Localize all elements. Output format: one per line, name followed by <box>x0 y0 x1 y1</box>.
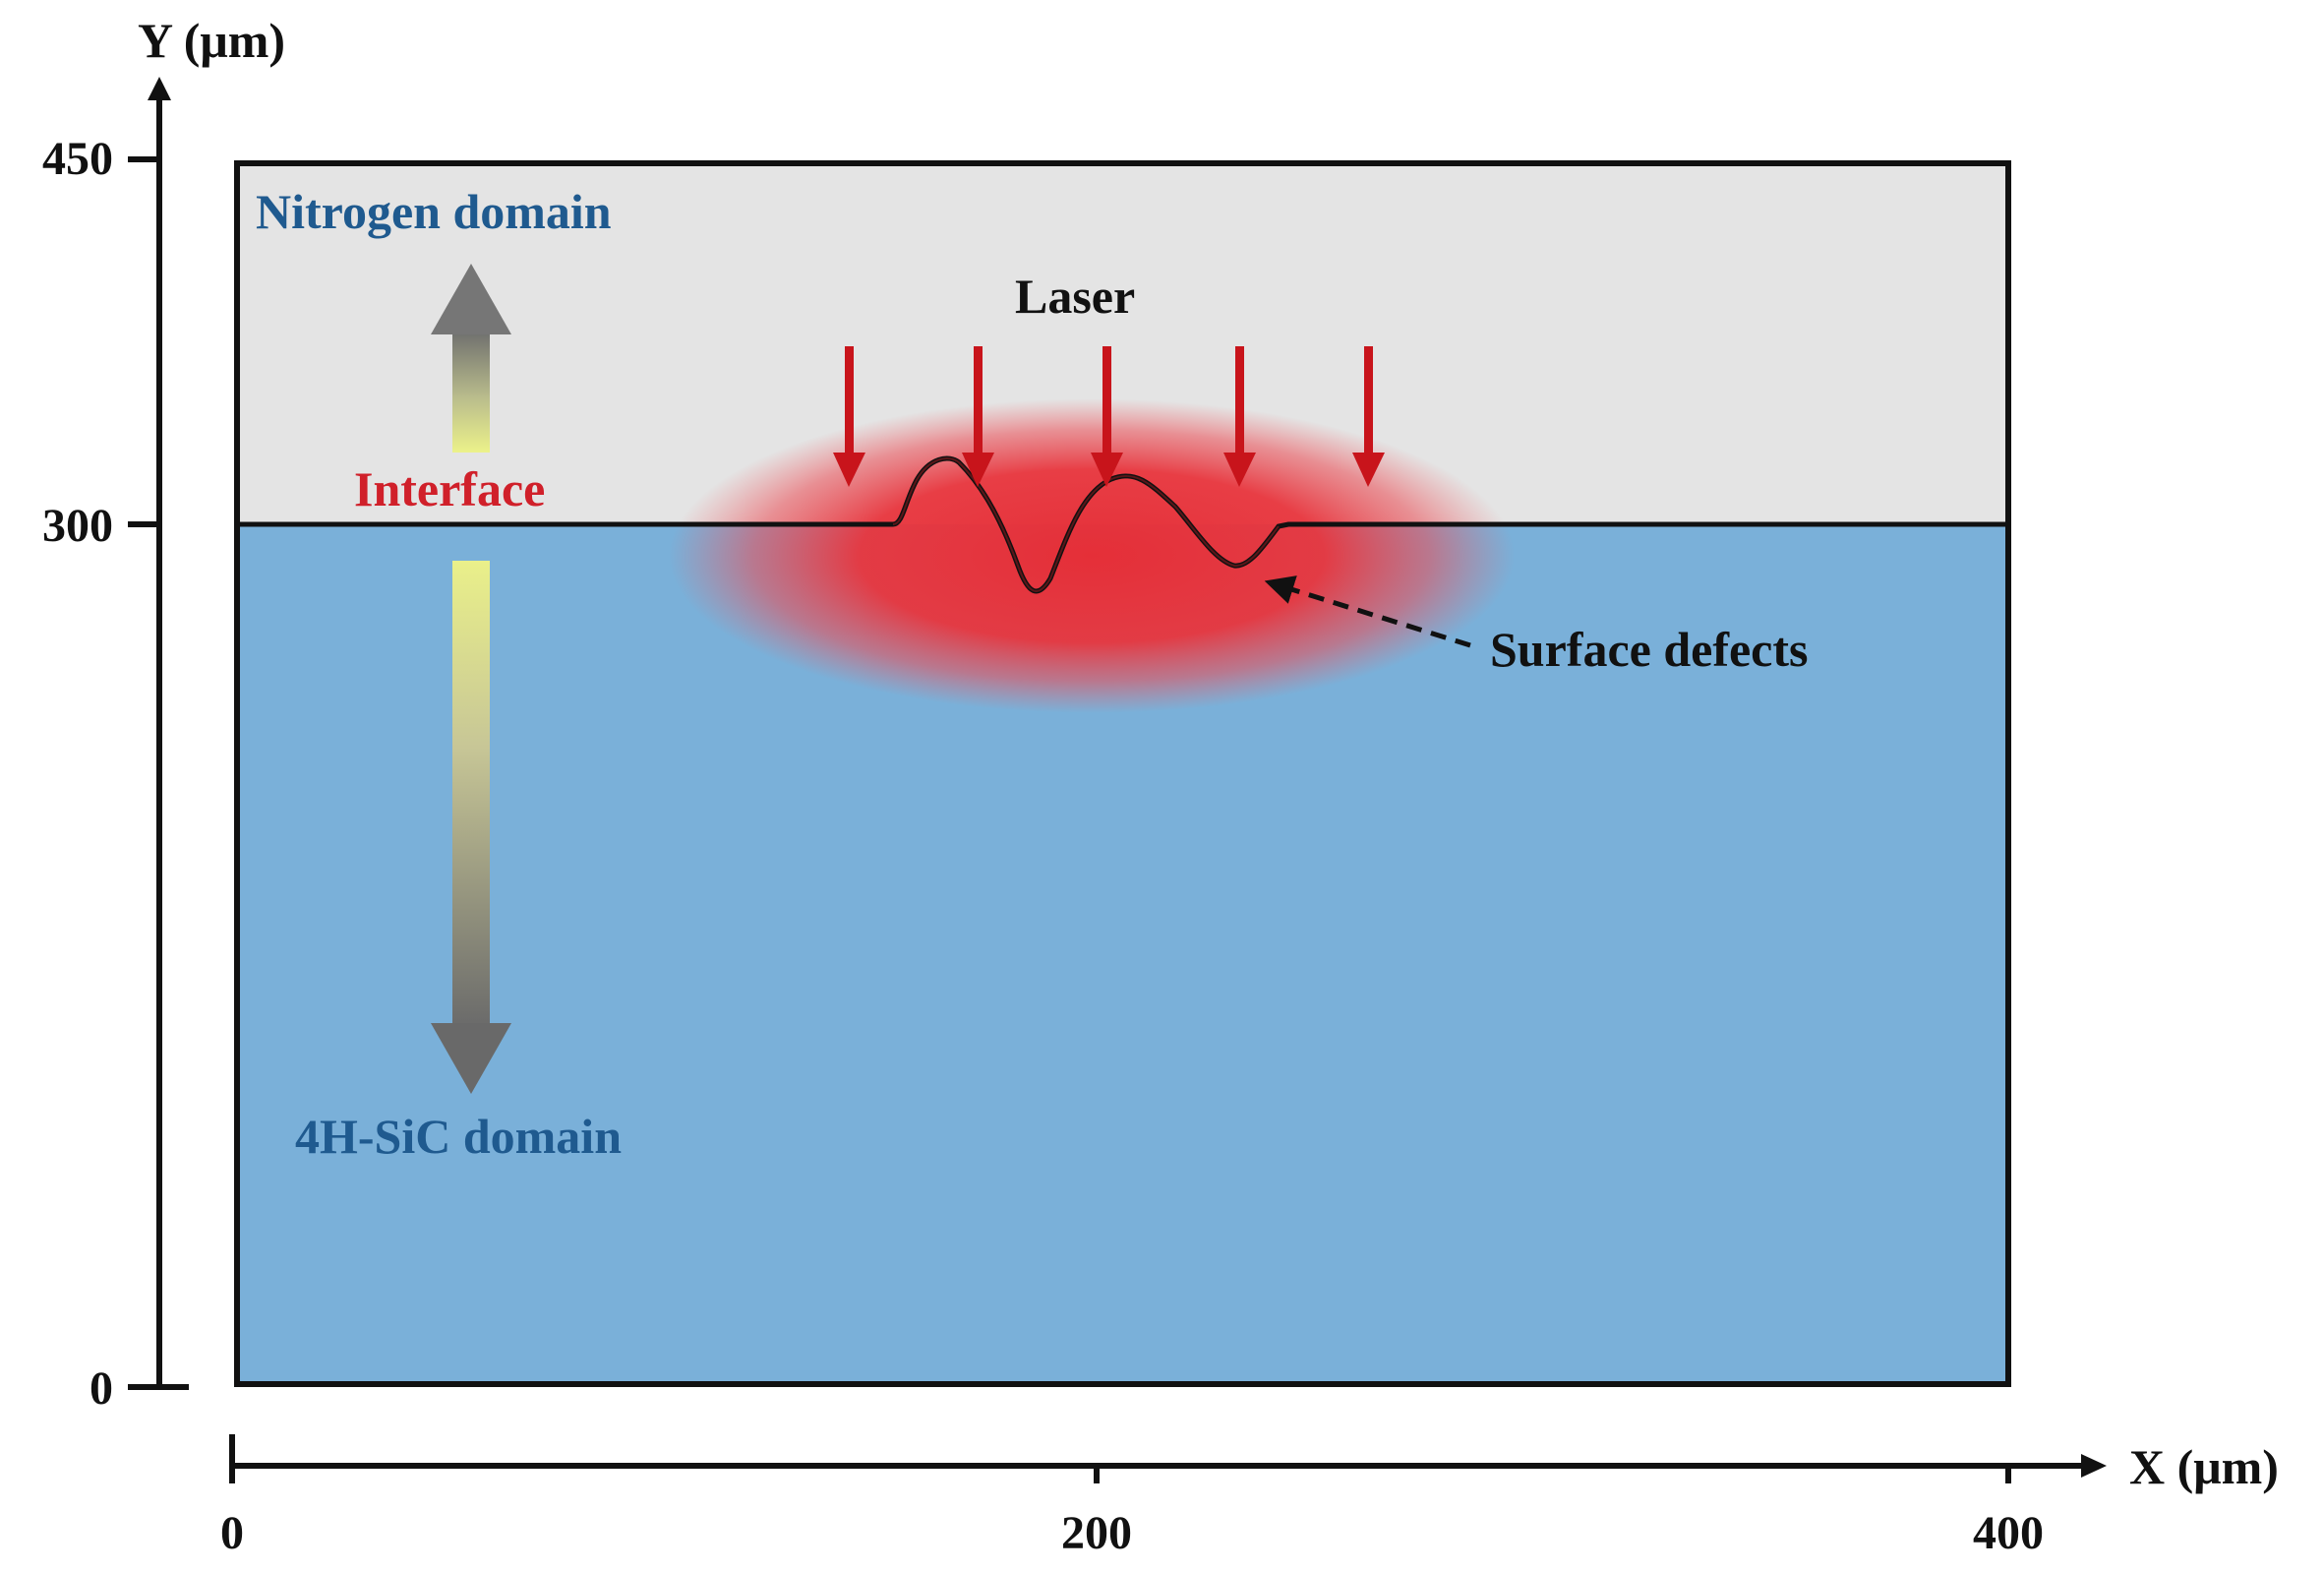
down-arrow-icon <box>431 561 511 1094</box>
sic-domain-label: 4H-SiC domain <box>295 1109 622 1164</box>
x-tick-label: 400 <box>1973 1507 2044 1559</box>
interface-label: Interface <box>354 461 545 516</box>
y-axis-label: Y (μm) <box>138 13 285 68</box>
laser-arrows <box>833 346 1385 487</box>
defect-highlight <box>892 457 1280 592</box>
x-tick-label: 200 <box>1061 1507 1132 1559</box>
laser-arrow-icon <box>1223 346 1256 487</box>
laser-arrow-icon <box>1352 346 1385 487</box>
laser-arrow-icon <box>962 346 994 487</box>
y-axis: Y (μm) 450 300 0 <box>42 13 285 1415</box>
laser-arrow-icon <box>1091 346 1123 487</box>
laser-arrow-icon <box>833 346 865 487</box>
domain-border <box>234 160 2011 1387</box>
x-axis: X (μm) 0 200 400 <box>220 1434 2279 1559</box>
surface-defects-pointer <box>1264 575 1471 648</box>
y-tick-label: 0 <box>89 1362 113 1415</box>
surface-defects-label: Surface defects <box>1490 622 1809 677</box>
x-tick-label: 0 <box>220 1507 244 1559</box>
laser-label: Laser <box>1015 269 1135 324</box>
x-axis-label: X (μm) <box>2129 1439 2279 1494</box>
laser-heat-spot <box>669 398 1515 713</box>
y-tick-label: 450 <box>42 133 113 185</box>
nitrogen-domain-label: Nitrogen domain <box>256 184 612 239</box>
up-arrow-icon <box>431 264 511 453</box>
y-tick-label: 300 <box>42 500 113 552</box>
